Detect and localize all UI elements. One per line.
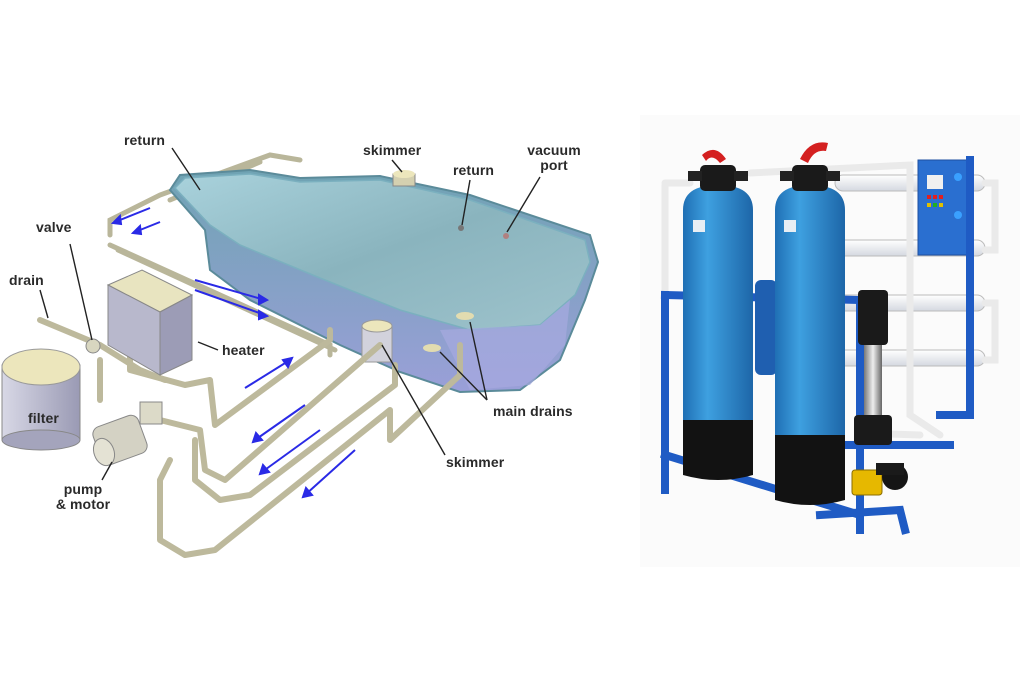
heater-unit xyxy=(106,269,194,376)
vacuum-port-fitting xyxy=(503,233,509,239)
label-leader-lines xyxy=(39,147,541,481)
label-main-drains: main drains xyxy=(493,403,573,419)
filtration-plant-illustration xyxy=(660,142,999,535)
return-fitting xyxy=(458,225,464,231)
label-filter: filter xyxy=(28,410,59,426)
valve-unit xyxy=(85,338,101,354)
water-filtration-plant-photo xyxy=(640,115,1020,567)
main-drain-1 xyxy=(456,312,474,320)
multistage-pump xyxy=(854,290,892,445)
label-heater: heater xyxy=(222,342,265,358)
multiport-valve-2 xyxy=(780,142,840,191)
label-return-left: return xyxy=(124,132,166,148)
valve-handle-red-2 xyxy=(800,142,828,163)
pool-diagram-illustration xyxy=(1,147,600,558)
label-pump-line1: pump xyxy=(63,481,103,497)
pump-motor-unit xyxy=(92,401,163,467)
label-drain: drain xyxy=(9,272,44,288)
label-valve: valve xyxy=(36,219,72,235)
valve-handle-red-1 xyxy=(702,149,726,163)
filter-unit xyxy=(1,348,81,451)
booster-pump xyxy=(851,463,908,496)
label-pump-line2: & motor xyxy=(55,496,111,512)
multiport-valve-1 xyxy=(688,149,748,191)
label-skimmer-top: skimmer xyxy=(363,142,422,158)
label-return-right: return xyxy=(453,162,495,178)
cartridge-filter xyxy=(755,280,777,375)
control-panel xyxy=(917,159,969,256)
supply-pipes xyxy=(37,317,463,558)
main-drain-2 xyxy=(423,344,441,352)
flow-arrows xyxy=(110,207,356,499)
pool-water xyxy=(173,173,591,331)
label-vacuum-port-line1: vacuum xyxy=(527,142,581,158)
pool-plumbing-diagram: return skimmer return vacuum port valve … xyxy=(1,132,600,558)
label-vacuum-port-line2: port xyxy=(540,157,568,173)
label-vacuum-port: vacuum port xyxy=(522,143,586,173)
label-skimmer-bottom: skimmer xyxy=(446,454,505,470)
label-pump-motor: pump & motor xyxy=(44,482,122,512)
pressure-vessel-2 xyxy=(775,185,845,505)
pressure-vessel-1 xyxy=(683,185,753,480)
